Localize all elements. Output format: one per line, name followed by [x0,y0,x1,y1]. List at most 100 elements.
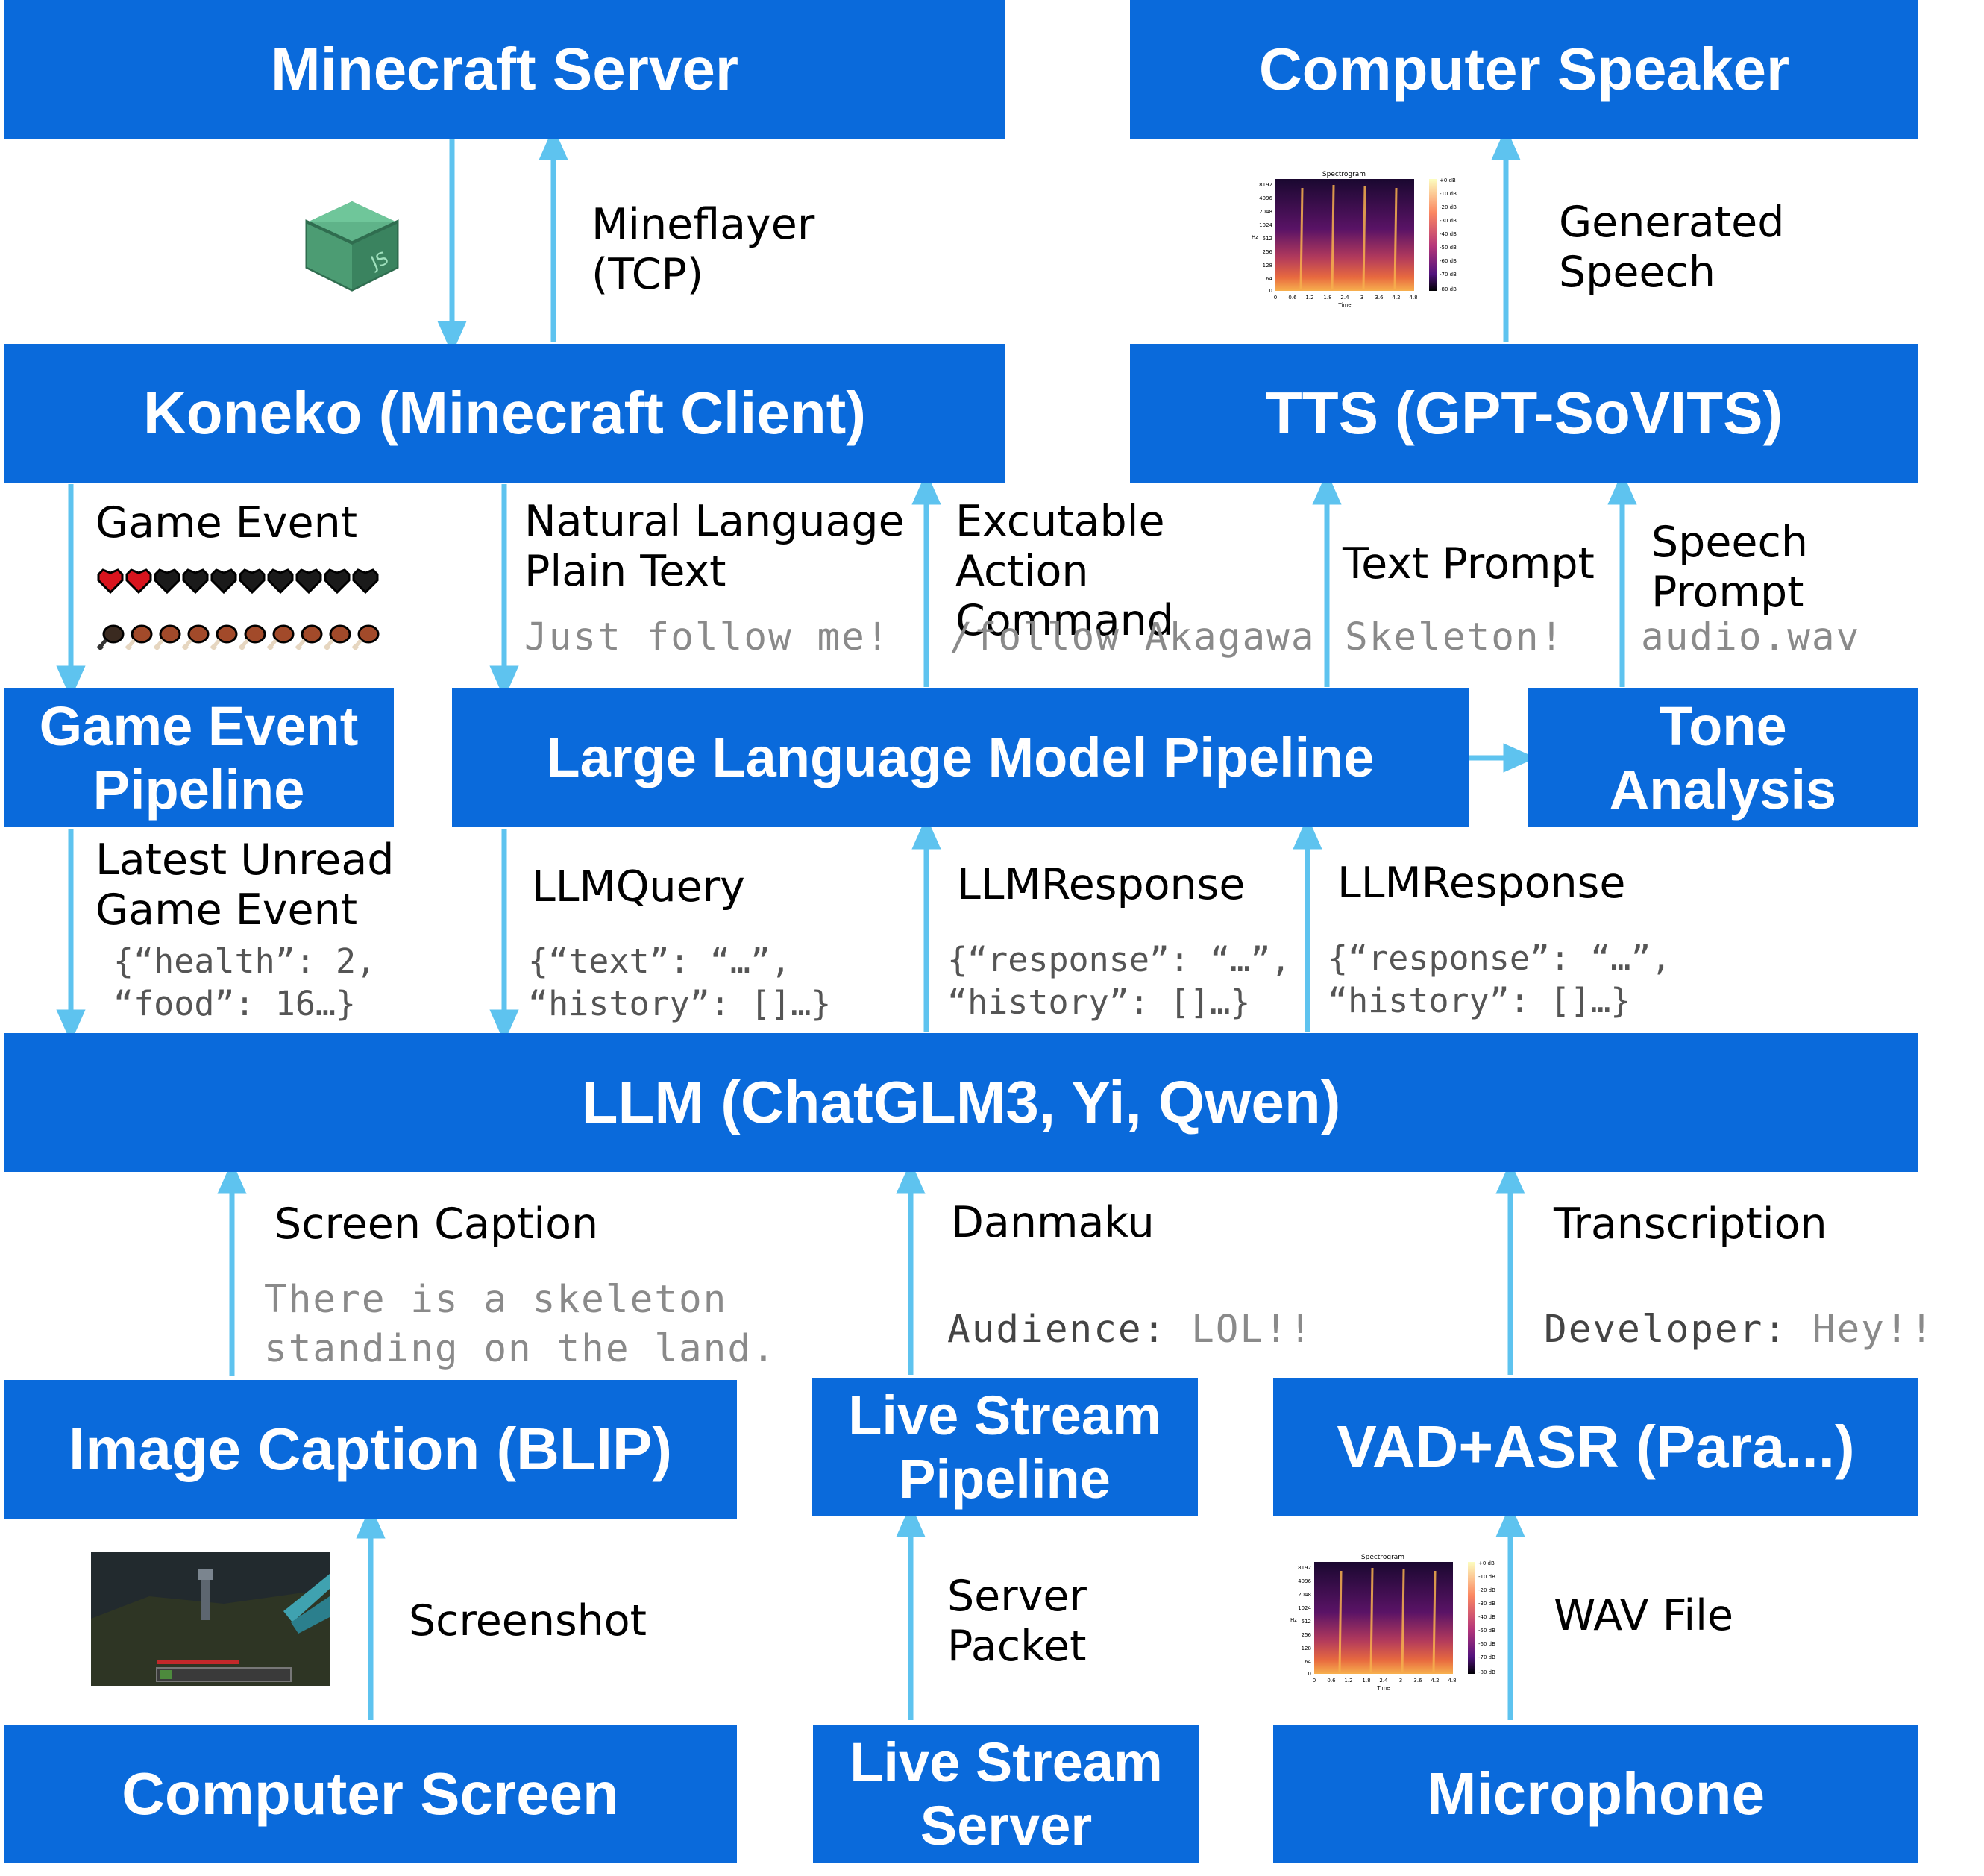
spec-x-tick: 3 [1360,295,1363,301]
heart-icon [182,568,209,595]
spec-cb-tick: -80 dB [1478,1669,1495,1675]
food-drumstick-icon [210,624,238,650]
spec-y-tick: 0 [1269,288,1272,294]
spec-cb-tick: -10 dB [1478,1574,1495,1580]
danmaku-speaker: Audience: [947,1308,1167,1352]
json-llm-query-2: “history”: []…} [528,984,832,1023]
spec-x-tick: 1.2 [1344,1678,1352,1684]
spec-y-tick: 256 [1263,249,1273,255]
spec-y-tick: 64 [1305,1659,1311,1665]
tone-analysis-box: Tone Analysis [1528,688,1918,827]
food-drumstick-icon [125,624,153,650]
heart-icon [154,568,180,595]
spec-cb-tick: -60 dB [1478,1641,1495,1647]
spectrogram-title: Spectrogram [1361,1554,1404,1561]
spec-x-tick: 0 [1313,1678,1316,1684]
heart-icon [239,568,266,595]
spec-y-tick: 512 [1263,236,1272,242]
label-llm-query: LLMQuery [532,862,745,912]
danmaku-text: LOL!! [1191,1308,1313,1352]
label-executable-action: Excutable Action Command [955,497,1174,646]
food-drumstick-icon [239,624,266,650]
example-text-prompt: Skeleton! [1345,615,1565,659]
spec-y-tick: 128 [1302,1646,1311,1651]
json-llm-response-2-1: {“response”: “…”, [1328,938,1671,978]
food-drumstick-icon [97,624,125,650]
label-wav-file: WAV File [1554,1591,1734,1640]
spec-y-tick: 512 [1302,1619,1311,1625]
food-drumstick-icon [324,624,351,650]
label-screenshot: Screenshot [409,1596,647,1646]
spec-y-tick: 2048 [1259,209,1272,215]
heart-icon [125,568,152,595]
spec-x-tick: 3.6 [1413,1678,1422,1684]
spec-cb-tick: -40 dB [1478,1614,1495,1620]
spec-cb-tick: -80 dB [1440,286,1457,292]
example-screen-caption-2: standing on the land. [264,1327,776,1371]
spec-x-tick: 3.6 [1375,295,1384,301]
spec-cb-tick: +0 dB [1478,1560,1495,1566]
label-speech-prompt: Speech Prompt [1651,518,1808,617]
json-llm-response-2-2: “history”: []…} [1328,981,1631,1020]
example-transcription: Developer: Hey!! [1544,1305,1934,1355]
spec-cb-tick: -40 dB [1440,231,1457,237]
spec-cb-tick: -50 dB [1478,1628,1495,1634]
llm-pipeline-box: Large Language Model Pipeline [452,688,1469,827]
example-speech-prompt: audio.wav [1641,615,1861,659]
live-stream-server-box: Live Stream Server [813,1725,1199,1863]
koneko-client-box: Koneko (Minecraft Client) [4,344,1005,483]
example-screen-caption-1: There is a skeleton [264,1278,728,1322]
hearts-icon [97,568,379,595]
transcription-text: Hey!! [1812,1308,1935,1352]
food-drumstick-icon [182,624,210,650]
food-drumstick-icon [267,624,295,650]
image-caption-box: Image Caption (BLIP) [4,1380,737,1519]
spectrogram-title: Spectrogram [1322,171,1366,178]
heart-icon [210,568,237,595]
spec-cb-tick: -60 dB [1440,258,1457,264]
heart-icon [352,568,379,595]
food-drumstick-icon [154,624,181,650]
spec-y-label: Hz [1290,1617,1297,1623]
tts-box: TTS (GPT-SoVITS) [1130,344,1918,483]
spec-y-tick: 1024 [1298,1605,1311,1611]
transcription-speaker: Developer: [1544,1308,1789,1352]
spec-cb-tick: -20 dB [1478,1587,1495,1593]
heart-icon [267,568,294,595]
computer-screen-box: Computer Screen [4,1725,737,1863]
spec-y-tick: 64 [1266,276,1272,282]
spec-x-tick: 3 [1399,1678,1402,1684]
spec-x-tick: 4.2 [1392,295,1400,301]
spec-x-label: Time [1337,302,1351,308]
spec-y-tick: 4096 [1259,195,1272,201]
spec-x-label: Time [1376,1685,1390,1691]
spec-y-tick: 2048 [1298,1592,1311,1598]
label-server-packet: Server Packet [947,1572,1087,1671]
spec-y-tick: 8192 [1259,182,1272,188]
json-llm-response-1-2: “history”: []…} [947,982,1251,1022]
spec-y-tick: 8192 [1298,1565,1311,1571]
spec-x-tick: 4.8 [1409,295,1417,301]
example-executable-action: /follow Akagawa [949,615,1316,659]
spec-y-tick: 0 [1308,1671,1311,1677]
label-llm-response-2: LLMResponse [1337,859,1626,908]
json-llm-query-1: {“text”: “…”, [528,941,791,981]
spec-y-tick: 256 [1302,1632,1312,1638]
spec-x-tick: 0 [1274,295,1277,301]
llm-box: LLM (ChatGLM3, Yi, Qwen) [4,1033,1918,1172]
spec-cb-tick: -50 dB [1440,245,1457,251]
spec-x-tick: 2.4 [1379,1678,1388,1684]
heart-icon [324,568,351,595]
label-screen-caption: Screen Caption [274,1199,599,1249]
food-drumstick-icon [352,624,380,650]
spec-cb-tick: -20 dB [1440,204,1457,210]
live-stream-pipeline-box: Live Stream Pipeline [812,1378,1198,1516]
spec-y-tick: 128 [1263,263,1272,269]
example-natural-language: Just follow me! [524,615,891,659]
